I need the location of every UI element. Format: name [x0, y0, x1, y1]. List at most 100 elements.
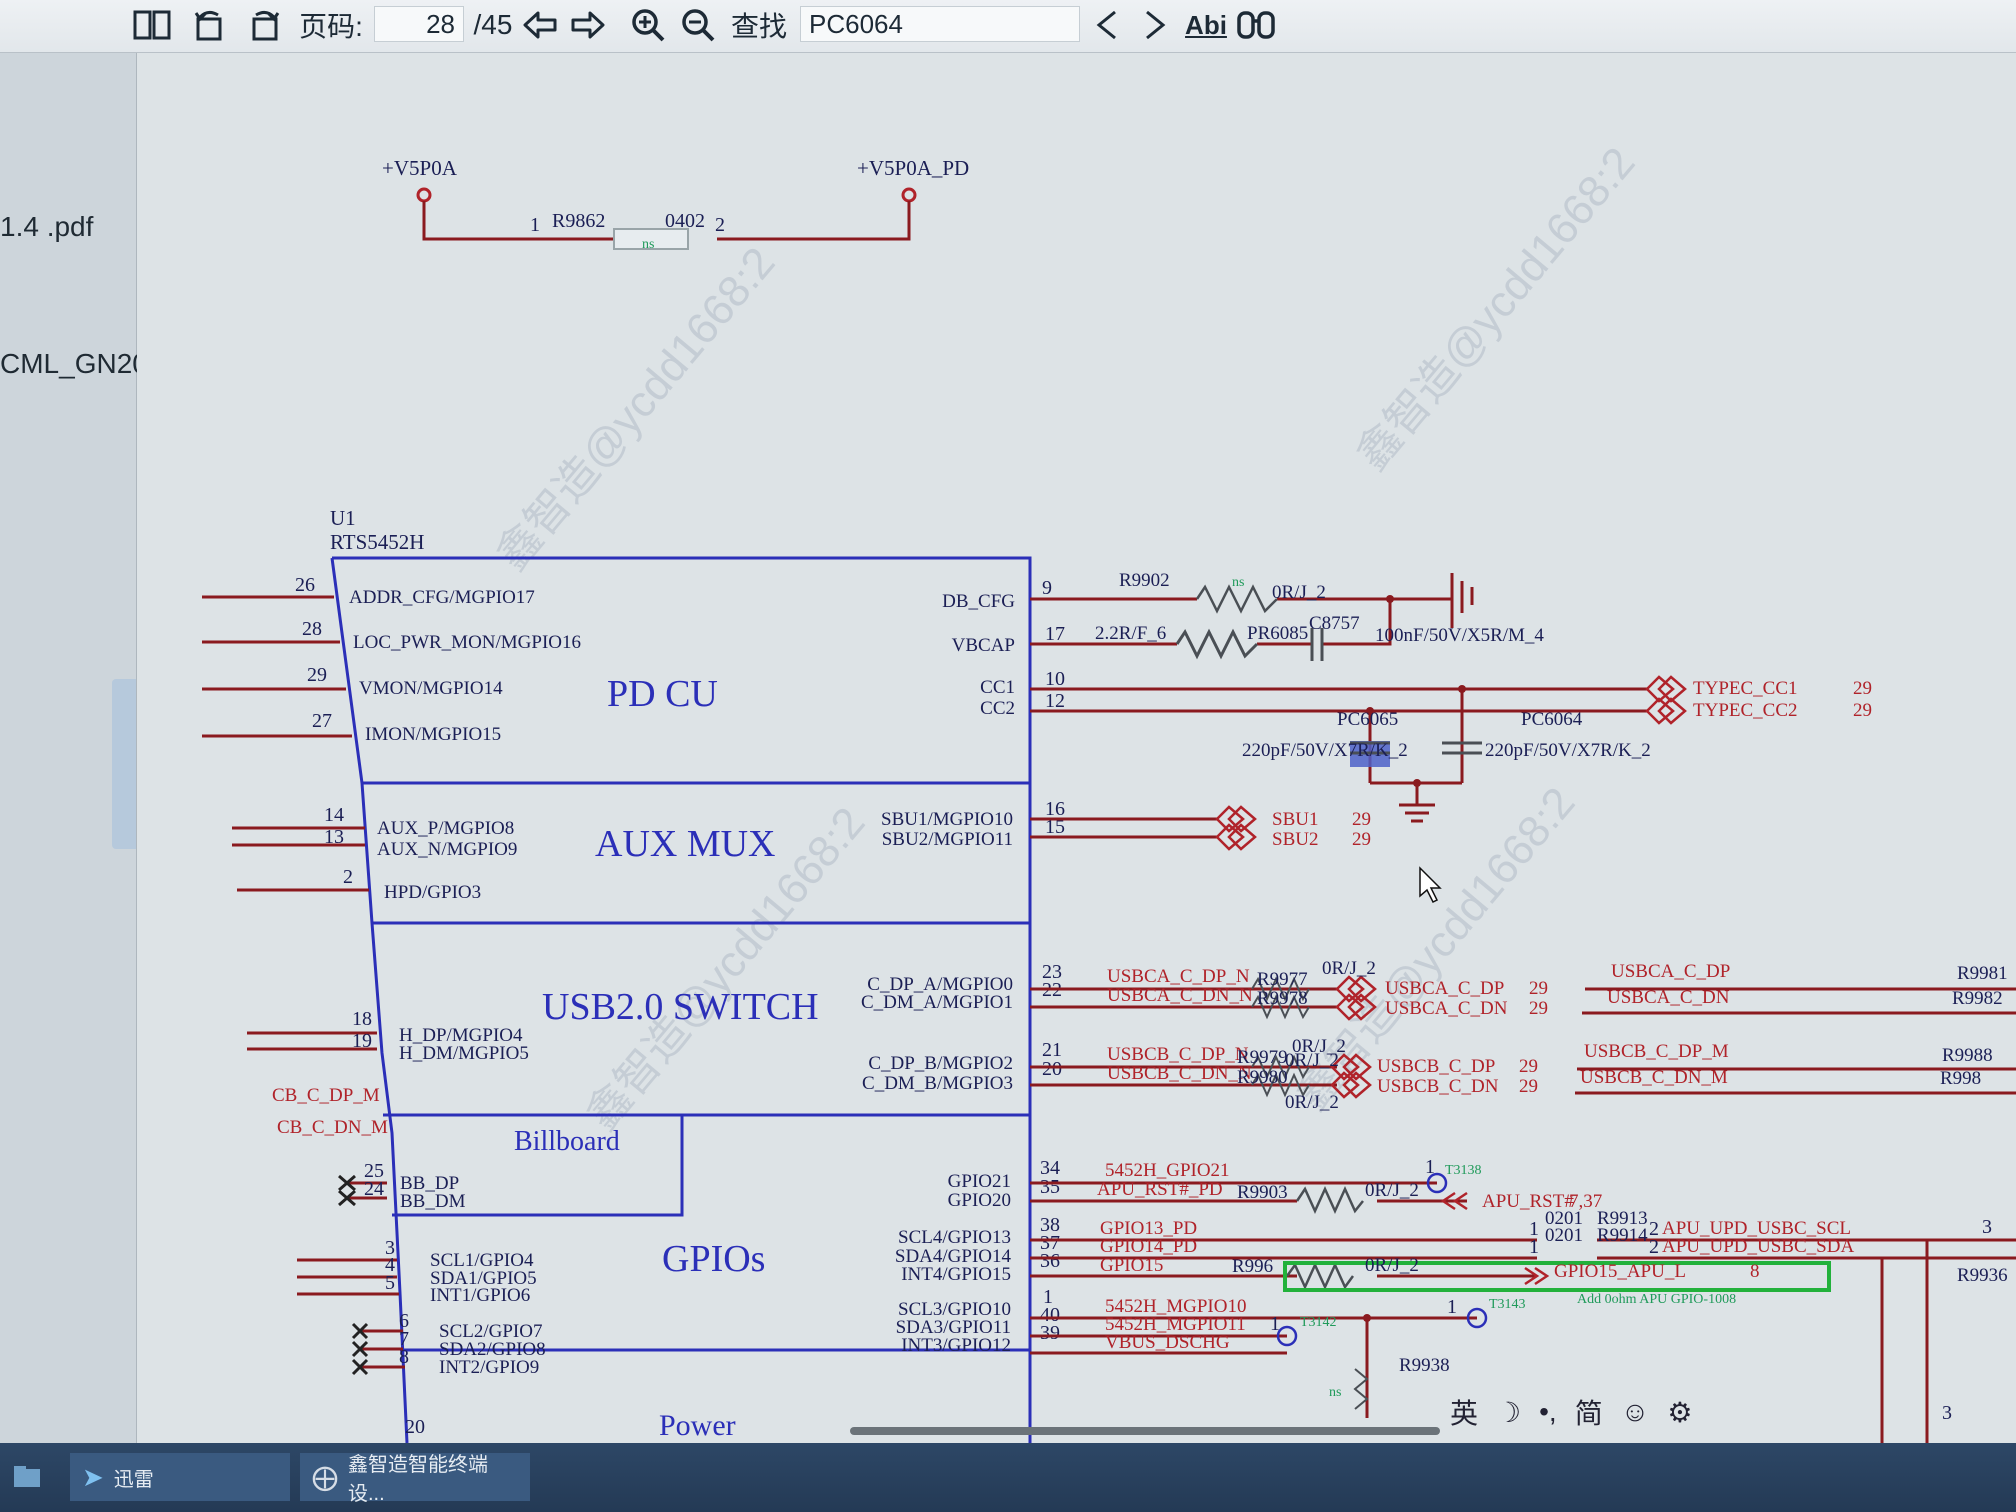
r9862-wire — [422, 201, 911, 241]
part-value: 220pF/50V/X7R/K_2 — [1485, 740, 1651, 761]
pin-number: 29 — [307, 664, 327, 686]
net-label: USBCB_C_DN_M — [1580, 1067, 1728, 1088]
emoji-icon[interactable]: ☺ — [1620, 1396, 1650, 1427]
pin-number: 5 — [385, 1272, 395, 1294]
pin-label: AUX_P/MGPIO8 — [377, 818, 514, 839]
rotate-left-icon[interactable] — [190, 8, 230, 42]
test-point-icon — [1426, 1172, 1448, 1194]
part-ref: R996 — [1232, 1256, 1273, 1277]
resistor-icon — [1251, 976, 1310, 1098]
section-pd-cu: PD CU — [607, 673, 718, 715]
pin-label: SCL2/GPIO7 — [439, 1321, 542, 1342]
ime-simplified-toggle[interactable]: 简 — [1574, 1398, 1603, 1429]
junction-dot — [1413, 779, 1421, 787]
ground-icon — [1450, 581, 1474, 613]
horizontal-scrollbar[interactable] — [850, 1427, 1440, 1435]
junction-dot — [1363, 1314, 1371, 1322]
pin-number: 37 — [1040, 1232, 1060, 1254]
app-icon: ⨁ — [312, 1461, 338, 1492]
pin-number: 17 — [1045, 623, 1065, 645]
find-next-icon[interactable] — [1138, 8, 1172, 42]
ime-language-toggle[interactable]: 英 — [1450, 1398, 1479, 1429]
ns-mark: ns — [1329, 1385, 1341, 1400]
part-ref: PC6064 — [1521, 709, 1583, 730]
pin-number: 20 — [1042, 1058, 1062, 1080]
pin-number: 10 — [1045, 668, 1065, 690]
part-ref: R9978 — [1257, 988, 1308, 1009]
find-label: 查找 — [730, 11, 787, 42]
back-icon[interactable] — [520, 8, 560, 42]
taskbar-item-xunlei[interactable]: ➤ 迅雷 — [70, 1453, 290, 1501]
pin-label: VBCAP — [952, 635, 1015, 656]
file-sidebar: 1.4 .pdf CML_GN20P — [0, 53, 167, 1443]
net-label: USBCA_C_DN — [1607, 987, 1730, 1008]
test-point-ref: T3138 — [1445, 1163, 1482, 1178]
zoom-in-icon[interactable] — [628, 8, 668, 42]
net-ref: 8 — [1750, 1261, 1760, 1282]
net-label: VBUS_DSCHG — [1105, 1332, 1230, 1353]
pin-number: 7 — [399, 1328, 409, 1350]
pin-label: VMON/MGPIO14 — [359, 678, 503, 699]
net-ref: 29 — [1352, 809, 1371, 830]
test-point-icon — [1276, 1325, 1298, 1347]
pin-label: C_DP_B/MGPIO2 — [868, 1053, 1013, 1074]
pin-number: 18 — [352, 1008, 372, 1030]
part-ref: R9914 — [1597, 1225, 1648, 1246]
start-icon[interactable] — [0, 1453, 60, 1501]
annotation-note: Add 0ohm APU GPIO-1008 — [1577, 1292, 1736, 1307]
pin-number: 15 — [1045, 816, 1065, 838]
pin-number: 9 — [1042, 577, 1052, 599]
pin-label: DB_CFG — [942, 591, 1015, 612]
net-label: GPIO15_APU_L — [1554, 1261, 1686, 1282]
forward-icon[interactable] — [568, 8, 608, 42]
sidebar-file-pdf[interactable]: 1.4 .pdf — [0, 211, 94, 242]
pin-number: 2 — [343, 866, 353, 888]
section-billboard: Billboard — [514, 1126, 620, 1157]
pin-label: IMON/MGPIO15 — [365, 724, 501, 745]
pin-number: 23 — [1042, 961, 1062, 983]
binoculars-icon[interactable] — [1234, 8, 1278, 42]
taskbar: ➤ 迅雷 ⨁ 鑫智造智能终端设... — [0, 1443, 2016, 1512]
sbu-wires — [1030, 817, 1217, 839]
pin-label: SDA1/GPIO5 — [430, 1268, 537, 1289]
rotate-right-icon[interactable] — [244, 8, 284, 42]
taskbar-item-label: 鑫智造智能终端设... — [348, 1454, 488, 1505]
junction-dot — [1386, 595, 1394, 603]
sidebar-collapse-handle[interactable] — [112, 679, 136, 849]
two-page-icon[interactable] — [132, 8, 172, 42]
r9862-pin1: 1 — [530, 214, 540, 236]
r9862-body — [613, 228, 689, 250]
pin-number: 3 — [1942, 1402, 1952, 1424]
gpio-wires — [1030, 1181, 1537, 1418]
punctuation-icon[interactable]: •, — [1539, 1396, 1557, 1427]
test-point-icon — [1466, 1307, 1488, 1329]
taskbar-item-app[interactable]: ⨁ 鑫智造智能终端设... — [300, 1453, 530, 1505]
net-ref: 29 — [1352, 829, 1371, 850]
page-number-input[interactable]: 28 — [374, 6, 464, 42]
moon-icon[interactable]: ☽ — [1496, 1396, 1522, 1428]
offpage-connector-icon — [1524, 1266, 1550, 1286]
pin-number: 1 — [1447, 1296, 1457, 1318]
offpage-connector-icon — [1440, 1191, 1468, 1211]
net-label: USBCB_C_DP — [1377, 1056, 1495, 1077]
gpio15-highlight-box — [1283, 1261, 1831, 1292]
part-ref: PR6085 — [1247, 623, 1308, 644]
net-label: GPIO13_PD — [1100, 1218, 1197, 1239]
pin-number: 20 — [405, 1416, 425, 1438]
gear-icon[interactable]: ⚙ — [1667, 1396, 1693, 1428]
pin-label: GPIO21 — [948, 1171, 1011, 1192]
find-input[interactable]: PC6064 — [800, 6, 1080, 42]
part-value: 0R/J_2 — [1365, 1255, 1419, 1276]
pin-label: HPD/GPIO3 — [384, 882, 481, 903]
pin-number: 38 — [1040, 1214, 1060, 1236]
zoom-out-icon[interactable] — [678, 8, 718, 42]
pin-number: 3 — [385, 1237, 395, 1259]
net-label: APU_RST# — [1482, 1191, 1574, 1212]
pin-label: LOC_PWR_MON/MGPIO16 — [353, 632, 581, 653]
toolbar: 页码: 28 /45 查找 PC6064 Abi — [0, 0, 2016, 53]
pin-label: SDA2/GPIO8 — [439, 1339, 546, 1360]
text-select-icon[interactable]: Abi — [1185, 9, 1227, 40]
part-ref: R9903 — [1237, 1182, 1288, 1203]
find-prev-icon[interactable] — [1090, 8, 1124, 42]
pin-label: INT3/GPIO12 — [901, 1335, 1011, 1356]
